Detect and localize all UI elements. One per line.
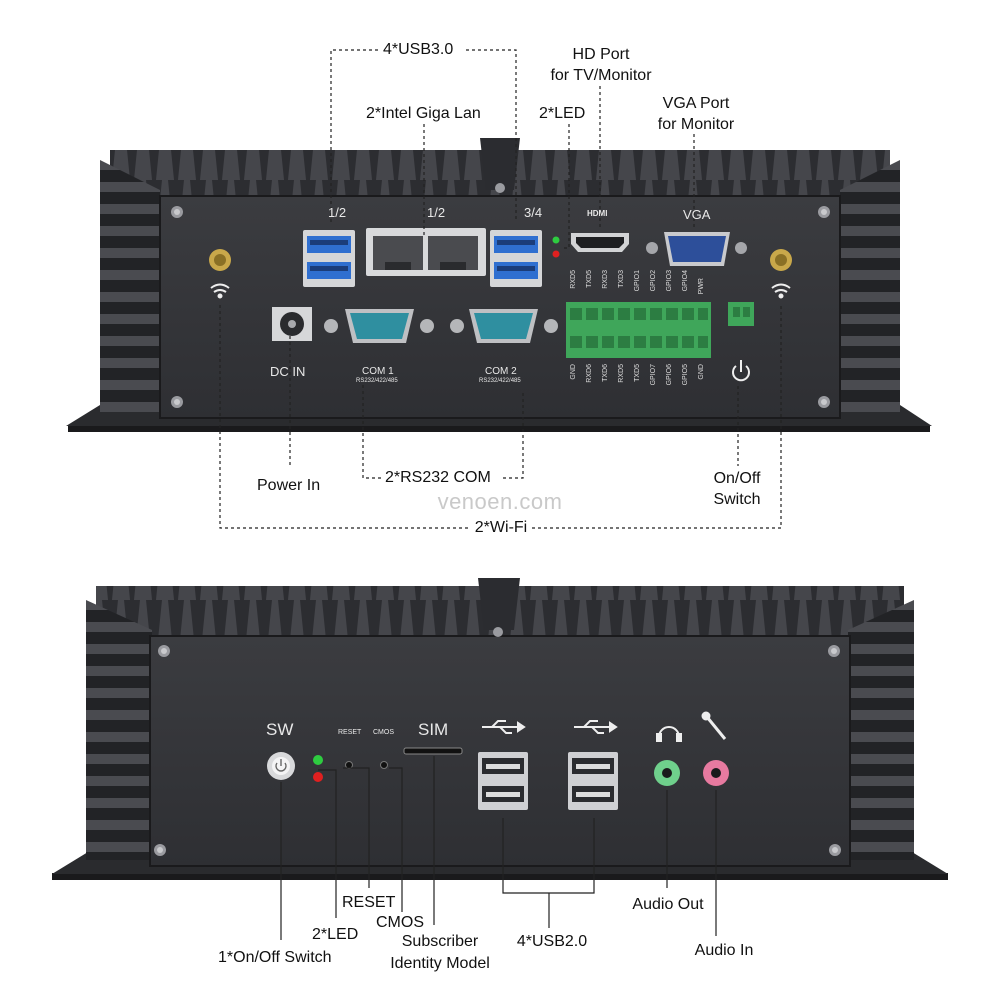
usb3-callout: 4*USB3.0 (383, 41, 454, 58)
microphone-icon (701, 711, 727, 740)
vga-callout-line1: VGA Port (662, 95, 730, 112)
onoff-callout-line2: Switch (713, 491, 761, 508)
gpio-label: TXD3 (618, 270, 625, 288)
led-callout-top: 2*LED (539, 105, 586, 122)
audio-out-callout: Audio Out (632, 896, 704, 913)
gpio-label: GPIO5 (682, 364, 689, 386)
usb3-34-label: 3/4 (524, 205, 543, 220)
vga-callout-line2: for Monitor (657, 116, 735, 133)
sim-callout-line1: Subscriber (401, 933, 479, 950)
com1-port (324, 309, 434, 343)
gpio-label: RXD3 (602, 270, 609, 289)
wifi-icon (210, 283, 791, 299)
gpio-label: GPIO4 (682, 270, 689, 292)
audio-in-jack (703, 760, 729, 786)
hd-port-callout-line2: for TV/Monitor (550, 67, 652, 84)
usb2-ports-right (568, 752, 618, 810)
gpio-label: GPIO3 (666, 270, 673, 292)
wifi-antenna-left (209, 249, 231, 271)
gpio-label: TXD5 (586, 270, 593, 288)
com2-label: COM 2 (485, 366, 517, 377)
top-callout-lines (219, 49, 782, 529)
gpio-label: TXD6 (602, 364, 609, 382)
usb-symbol-icon (482, 720, 618, 734)
sim-slot (403, 747, 463, 755)
usb2-ports-left (478, 752, 528, 810)
lan-12-label: 1/2 (427, 205, 446, 220)
audio-in-callout: Audio In (694, 942, 754, 959)
wifi-callout: 2*Wi-Fi (474, 519, 528, 536)
gpio-label: GPIO1 (634, 270, 641, 292)
sw-label: SW (266, 720, 294, 739)
cmos-panel-label: CMOS (373, 729, 394, 736)
gpio-label: PWR (698, 278, 705, 295)
sim-label: SIM (418, 720, 449, 739)
watermark: venoen.com (437, 489, 563, 514)
bottom-callout-lines (280, 756, 717, 940)
power-button-top (732, 360, 750, 382)
gpio-label: RXD5 (570, 270, 577, 289)
led-callout-bottom: 2*LED (312, 926, 359, 943)
sim-callout-line2: Identity Model (390, 955, 490, 972)
com1-sub-label: RS232/422/485 (356, 378, 398, 384)
vga-label: VGA (683, 207, 711, 222)
power-in-callout: Power In (257, 477, 321, 494)
gpio-label: GPIO2 (650, 270, 657, 292)
led-red-top (552, 250, 560, 258)
hdmi-label: HDMI (587, 209, 608, 218)
hdmi-port (571, 233, 629, 252)
audio-out-jack (654, 760, 680, 786)
cmos-callout: CMOS (376, 914, 424, 931)
onoff-callout-line1: On/Off (713, 470, 761, 487)
com2-port (450, 309, 558, 343)
led-green-bottom (313, 755, 323, 765)
com1-label: COM 1 (362, 366, 394, 377)
lan-ports (366, 228, 486, 276)
com2-sub-label: RS232/422/485 (479, 378, 521, 384)
usb3-12-label: 1/2 (328, 205, 347, 220)
usb3-ports-12 (303, 230, 355, 287)
gpio-label: RXD5 (618, 364, 625, 383)
hd-port-callout-line1: HD Port (572, 46, 630, 63)
wifi-antenna-right (770, 249, 792, 271)
dc-in-label: DC IN (270, 364, 306, 379)
usb2-callout: 4*USB2.0 (516, 933, 588, 950)
led-red-bottom (313, 772, 323, 782)
gpio-label: GPIO7 (650, 364, 657, 386)
reset-callout: RESET (342, 894, 396, 911)
headphones-icon (656, 726, 682, 742)
gpio-label: GND (698, 364, 705, 380)
cmos-hole (380, 761, 388, 769)
vga-port (646, 232, 747, 266)
gpio-terminal (566, 302, 754, 358)
gpio-label: TXD5 (634, 364, 641, 382)
lan-callout: 2*Intel Giga Lan (366, 105, 481, 122)
bottom-chassis (52, 578, 948, 880)
com-callout: 2*RS232 COM (385, 469, 491, 486)
onoff-switch-callout: 1*On/Off Switch (218, 949, 332, 966)
usb3-ports-34 (490, 230, 542, 287)
reset-panel-label: RESET (338, 729, 362, 736)
dc-jack (272, 307, 312, 341)
gpio-label: GND (570, 364, 577, 380)
gpio-label: GPIO6 (666, 364, 673, 386)
power-switch-bottom (267, 752, 295, 780)
led-green-top (552, 236, 560, 244)
gpio-label: RXD6 (586, 364, 593, 383)
